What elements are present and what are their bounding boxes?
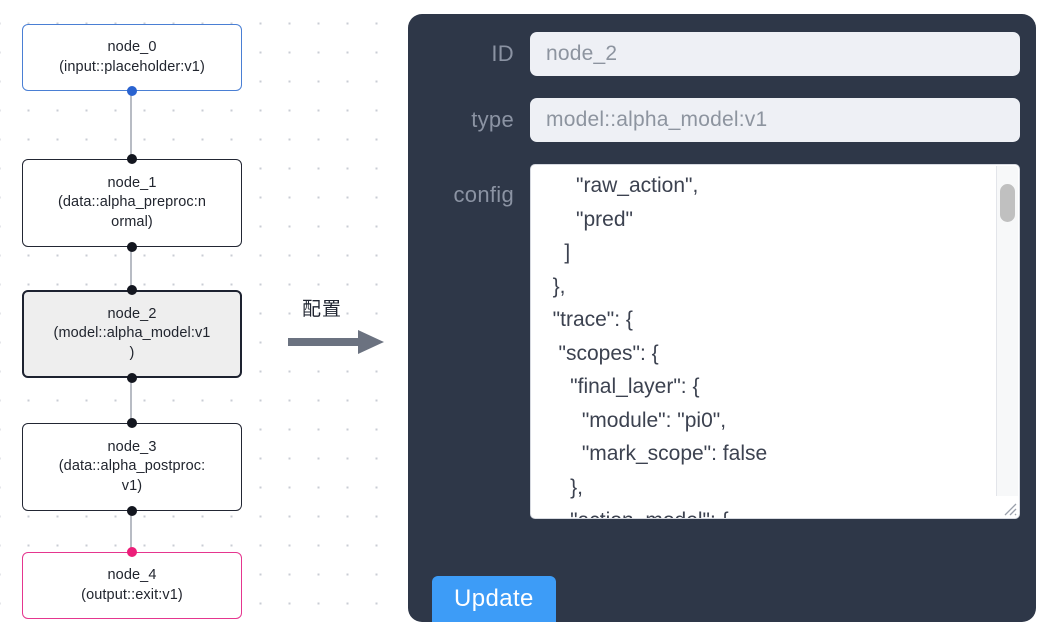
id-input[interactable] — [530, 32, 1020, 76]
node-label-line: (data::alpha_postproc: — [58, 458, 206, 475]
edge-node3-node4 — [130, 511, 132, 552]
config-textarea[interactable]: "raw_action", "pred" ] }, "trace": { "sc… — [530, 164, 1020, 519]
node-label-line: node_3 — [107, 439, 157, 456]
node-label-line: ) — [129, 344, 135, 361]
node-label-line: node_4 — [107, 567, 157, 584]
node-label-line: node_2 — [107, 306, 157, 323]
transition-annotation: 配置 — [288, 294, 394, 364]
node-label-line: v1) — [121, 477, 143, 494]
graph-node-node_0[interactable]: node_0 (input::placeholder:v1) — [22, 24, 242, 91]
port-node_1-bottom[interactable] — [127, 242, 137, 252]
node-label-line: (data::alpha_preproc:n — [57, 194, 207, 211]
node-label-line: (output::exit:v1) — [81, 586, 183, 603]
node-label-line: ormal) — [111, 213, 153, 230]
graph-node-node_3[interactable]: node_3 (data::alpha_postproc: v1) — [22, 423, 242, 511]
config-scrollbar[interactable] — [996, 166, 1018, 496]
edge-node1-node2 — [130, 247, 132, 290]
graph-node-node_1[interactable]: node_1 (data::alpha_preproc:n ormal) — [22, 159, 242, 247]
port-node_3-top[interactable] — [127, 418, 137, 428]
node-label-line: node_1 — [107, 175, 157, 192]
port-node_1-top[interactable] — [127, 154, 137, 164]
type-input[interactable] — [530, 98, 1020, 142]
config-field-label: config — [453, 182, 514, 207]
config-panel: ID type config "raw_action", "pred" ] },… — [408, 14, 1036, 622]
edge-node0-node1 — [130, 91, 132, 159]
config-scrollbar-thumb[interactable] — [1000, 184, 1015, 222]
config-textarea-wrap: "raw_action", "pred" ] }, "trace": { "sc… — [530, 164, 1020, 519]
right-arrow-icon — [288, 330, 384, 354]
port-node_3-bottom[interactable] — [127, 506, 137, 516]
transition-caption: 配置 — [302, 298, 343, 320]
port-node_2-top[interactable] — [127, 285, 137, 295]
edge-node2-node3 — [130, 378, 132, 423]
update-button[interactable]: Update — [432, 576, 556, 622]
port-node_0-bottom[interactable] — [127, 86, 137, 96]
graph-canvas[interactable]: node_0 (input::placeholder:v1) node_1 (d… — [0, 0, 398, 625]
port-node_4-top[interactable] — [127, 547, 137, 557]
id-field-row: ID — [408, 32, 1036, 76]
config-field-row: config "raw_action", "pred" ] }, "trace"… — [408, 164, 1036, 519]
node-label-line: node_0 — [107, 39, 157, 56]
graph-node-node_2[interactable]: node_2 (model::alpha_model:v1 ) — [22, 290, 242, 378]
port-node_2-bottom[interactable] — [127, 373, 137, 383]
id-field-label: ID — [491, 41, 514, 66]
node-label-line: (model::alpha_model:v1 — [53, 325, 211, 342]
graph-node-node_4[interactable]: node_4 (output::exit:v1) — [22, 552, 242, 619]
node-label-line: (input::placeholder:v1) — [59, 58, 205, 75]
type-field-row: type — [408, 98, 1036, 142]
type-field-label: type — [471, 107, 514, 132]
